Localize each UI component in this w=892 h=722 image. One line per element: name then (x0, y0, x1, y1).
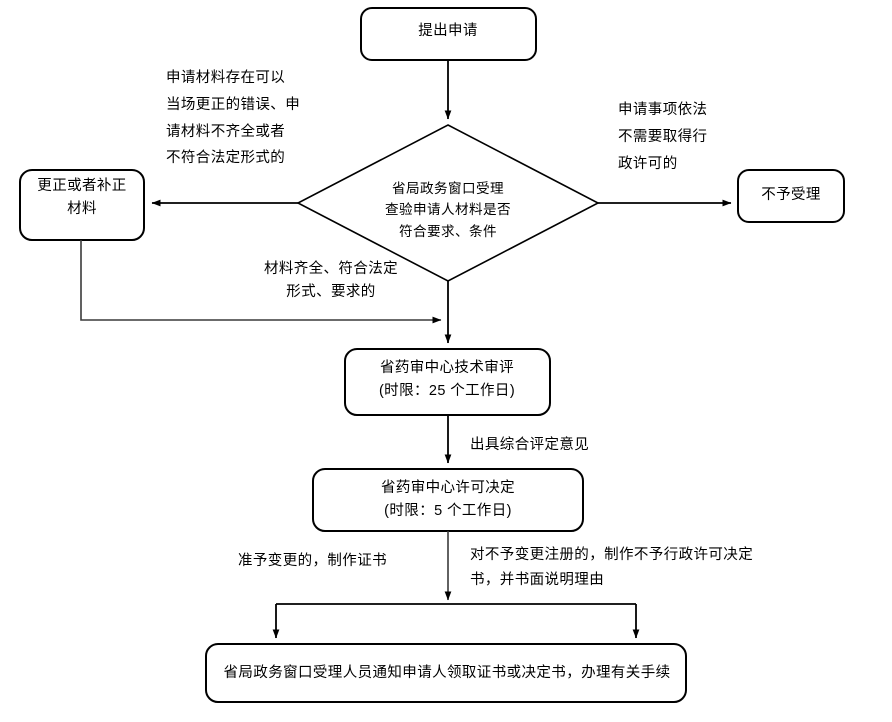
edge-fix-to-review-trunk (80, 240, 442, 324)
edge-label-to-fix: 申请材料存在可以 当场更正的错误、申 请材料不齐全或者 不符合法定形式的 (166, 70, 301, 167)
node-decision-label: 省药审中心许可决定 (时限：5 个工作日) (380, 480, 516, 520)
edge-label-to-review: 材料齐全、符合法定 形式、要求的 (263, 261, 399, 301)
node-notify-shape (205, 643, 687, 703)
node-reject-shape (737, 169, 845, 223)
edge-label-deny: 对不予变更注册的，制作不予行政许可决定 书，并书面说明理由 (470, 547, 754, 588)
edge-label-to-reject: 申请事项依法 不需要取得行 政许可的 (618, 102, 708, 172)
node-notify-label: 省局政务窗口受理人员通知申请人领取证书或决定书，办理有关手续 (223, 665, 671, 681)
node-start-label: 提出申请 (418, 23, 478, 39)
node-decide-label: 省局政务窗口受理 查验申请人材料是否 符合要求、条件 (385, 181, 511, 239)
edge-label-to-decision: 出具综合评定意见 (470, 437, 590, 453)
node-fix-label: 更正或者补正 材料 (37, 178, 127, 218)
node-fix-shape (19, 169, 145, 241)
node-reject-label: 不予受理 (761, 187, 821, 203)
edge-label-grant: 准予变更的，制作证书 (238, 553, 387, 569)
node-review-label: 省药审中心技术审评 (时限：25 个工作日) (378, 360, 516, 400)
